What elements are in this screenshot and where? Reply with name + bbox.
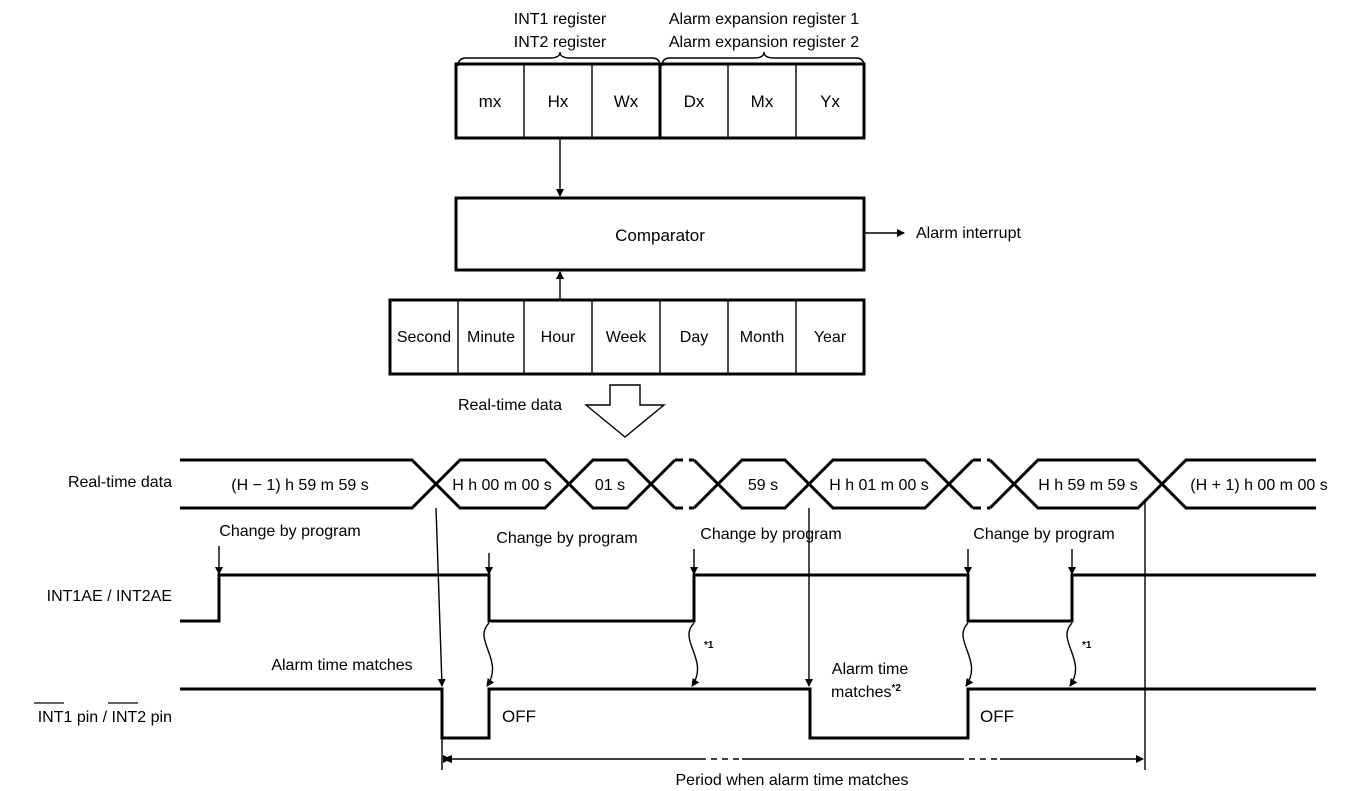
alarm-interrupt-label: Alarm interrupt bbox=[916, 225, 1021, 242]
expansion-register-label-2: Alarm expansion register 2 bbox=[669, 34, 859, 51]
segment-h00m00s: H h 00 m 00 s bbox=[452, 477, 552, 494]
rt-cell-week: Week bbox=[606, 329, 648, 346]
register-block-diagram: INT1 register INT2 register Alarm expans… bbox=[388, 11, 1021, 438]
alarm-cell-mx: mx bbox=[479, 92, 502, 111]
change-by-program-3: Change by program bbox=[700, 526, 841, 543]
rt-cell-month: Month bbox=[740, 329, 784, 346]
realtime-register-row bbox=[388, 298, 866, 376]
change-by-program-1: Change by program bbox=[219, 523, 360, 540]
int-pin-label: INT1 pin / INT2 pin bbox=[38, 709, 172, 726]
expansion-register-brace bbox=[661, 51, 865, 67]
realtime-data-caption: Real-time data bbox=[458, 397, 562, 414]
int-ae-waveform bbox=[180, 573, 1316, 623]
change-by-program-4: Change by program bbox=[973, 526, 1114, 543]
segment-h01m00s: H h 01 m 00 s bbox=[829, 477, 929, 494]
int-register-label-2: INT2 register bbox=[514, 34, 607, 51]
change-by-program-2: Change by program bbox=[496, 530, 637, 547]
rt-row-label: Real-time data bbox=[68, 474, 172, 491]
rt-cell-year: Year bbox=[814, 329, 847, 346]
note-1-b: *1 bbox=[1082, 640, 1092, 651]
int-ae-label: INT1AE / INT2AE bbox=[47, 588, 172, 605]
alarm-time-matches-1: Alarm time matches bbox=[271, 657, 412, 674]
segment-01s: 01 s bbox=[595, 477, 625, 494]
comparator-label: Comparator bbox=[615, 226, 705, 245]
rt-cell-hour: Hour bbox=[541, 329, 576, 346]
alarm-time-matches-2-line2: matches*2 bbox=[831, 683, 901, 701]
alarm-cell-hx: Hx bbox=[548, 92, 569, 111]
off-label-2: OFF bbox=[980, 707, 1014, 726]
segment-h-minus-1: (H − 1) h 59 m 59 s bbox=[231, 477, 368, 494]
period-label: Period when alarm time matches bbox=[676, 772, 909, 789]
alarm-time-matches-2-line1: Alarm time bbox=[832, 661, 909, 678]
note-1-a: *1 bbox=[704, 640, 714, 651]
int-register-label-1: INT1 register bbox=[514, 11, 607, 28]
expansion-register-label-1: Alarm expansion register 1 bbox=[669, 11, 859, 28]
segment-59s: 59 s bbox=[748, 477, 778, 494]
rt-cell-second: Second bbox=[397, 329, 451, 346]
comparator-box bbox=[454, 196, 866, 272]
int-pin-waveform bbox=[180, 687, 1316, 740]
alarm-cell-wx: Wx bbox=[614, 92, 639, 111]
alarm-cell-yx: Yx bbox=[820, 92, 840, 111]
rt-cell-day: Day bbox=[680, 329, 708, 346]
realtime-data-hollow-arrow bbox=[584, 384, 666, 438]
rt-cell-minute: Minute bbox=[467, 329, 515, 346]
alarm-cell-dx: Dx bbox=[684, 92, 705, 111]
timing-waveforms: Real-time data (H − 1) h 59 m 59 s H h 0… bbox=[34, 458, 1328, 789]
off-label-1: OFF bbox=[502, 707, 536, 726]
alarm-cell-mx-month: Mx bbox=[751, 92, 774, 111]
segment-h-plus-1: (H + 1) h 00 m 00 s bbox=[1190, 477, 1327, 494]
int-register-brace bbox=[457, 51, 661, 67]
segment-h59m59s: H h 59 m 59 s bbox=[1038, 477, 1138, 494]
